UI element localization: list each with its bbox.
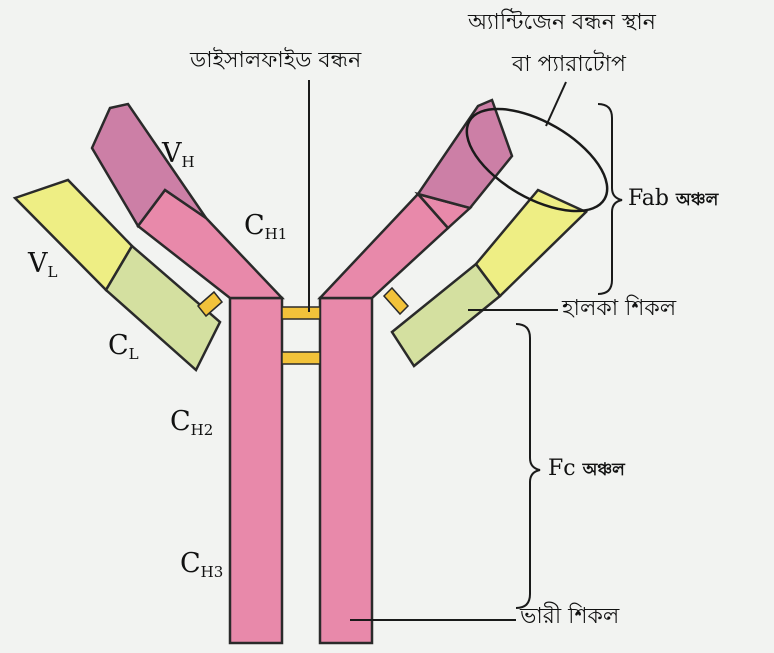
disulfide-bond-hinge-lower [282, 352, 320, 364]
antigen-site-label-line1: অ্যান্টিজেন বন্ধন স্থান [468, 12, 656, 34]
label-vl: VL [28, 250, 57, 280]
label-ch3: CH3 [180, 550, 223, 580]
disulfide-bond-right-arm [384, 288, 408, 314]
fc-region-label: Fc অঞ্চল [548, 458, 625, 480]
disulfide-bond-hinge-upper [282, 307, 320, 319]
label-vh: VH [162, 140, 195, 170]
disulfide-bond-label: ডাইসালফাইড বন্ধন [190, 50, 361, 72]
light-chain-right-vl [476, 190, 586, 296]
label-cl: CL [108, 332, 139, 362]
heavy-chain-left-stem [230, 298, 282, 643]
antigen-site-leader-line [546, 82, 566, 126]
label-ch2: CH2 [170, 408, 213, 438]
heavy-chain-right-stem [320, 298, 372, 643]
fc-brace [516, 324, 540, 608]
antigen-site-label-line2: বা প্যারাটোপ [512, 54, 626, 76]
fab-brace [598, 104, 622, 294]
light-chain-right-cl [392, 264, 500, 366]
heavy-chain-right-vh [418, 100, 512, 208]
light-chain-label: হালকা শিকল [562, 298, 676, 320]
fab-region-label: Fab অঞ্চল [628, 188, 718, 210]
heavy-chain-right-ch1 [320, 194, 448, 298]
label-ch1: CH1 [244, 212, 287, 242]
heavy-chain-label: ভারী শিকল [520, 606, 619, 628]
